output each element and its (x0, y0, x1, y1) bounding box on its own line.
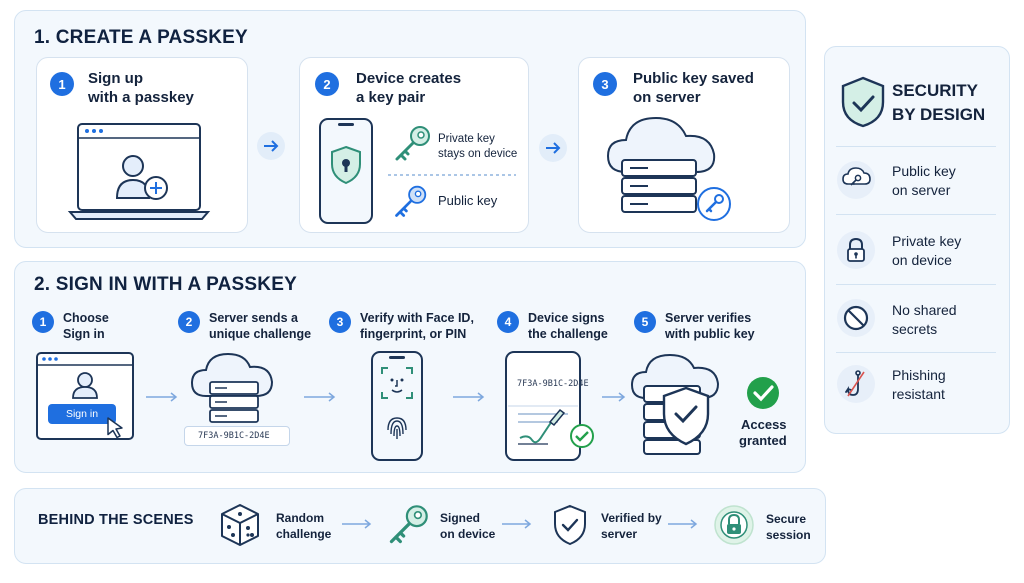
step-label: Public key saved (633, 70, 754, 87)
arrow-right-icon (539, 134, 567, 162)
step-label: Choose (63, 311, 109, 325)
security-item-label: on device (892, 252, 952, 268)
step-label: Verify with Face ID, (360, 311, 474, 325)
behind-item-label: challenge (276, 527, 332, 541)
step-label: with a passkey (88, 89, 194, 106)
cloud-server-shield-icon (630, 353, 720, 455)
lock-icon (714, 505, 754, 545)
step-number: 3 (593, 72, 617, 96)
key-icon (389, 505, 428, 544)
divider (836, 284, 996, 285)
shield-check-icon (841, 76, 885, 128)
step-number: 1 (50, 72, 74, 96)
step-label: Server sends a (209, 311, 298, 325)
security-item-label: secrets (892, 321, 938, 337)
behind-item-label: on device (440, 527, 496, 541)
behind-item-label: session (766, 528, 811, 542)
arrow-right-icon (453, 392, 485, 402)
behind-item-label: Random (276, 511, 324, 525)
arrow-right-icon (257, 132, 285, 160)
arrow-right-icon (146, 392, 178, 402)
security-item-label: on server (892, 182, 951, 198)
challenge-code: 7F3A-9B1C-2D4E (198, 431, 270, 441)
step-number: 1 (32, 311, 54, 333)
divider (836, 146, 996, 147)
sign-in-section-title: 2. SIGN IN WITH A PASSKEY (34, 274, 297, 295)
step-label: Server verifies (665, 311, 752, 325)
step-number: 3 (329, 311, 351, 333)
divider (836, 352, 996, 353)
sign-in-button[interactable]: Sign in (48, 404, 116, 424)
arrow-right-icon (602, 392, 626, 402)
security-item-label: Public key (892, 163, 956, 179)
security-title: BY DESIGN (892, 105, 986, 124)
access-granted-label: Access (741, 417, 787, 432)
cloud-server-icon (190, 352, 274, 423)
behind-item-label: Signed (440, 511, 481, 525)
security-item-label: Private key (892, 233, 962, 249)
dice-icon (221, 504, 259, 546)
step-number: 2 (178, 311, 200, 333)
create-section-title: 1. CREATE A PASSKEY (34, 27, 248, 48)
cursor-icon (107, 417, 123, 439)
step-number: 2 (315, 72, 339, 96)
behind-item-label: Verified by (601, 511, 662, 525)
step-label: Sign in (63, 327, 105, 341)
laptop-user-add-icon (67, 123, 211, 220)
behind-item-label: server (601, 527, 638, 541)
private-key-label: Private key (438, 133, 495, 145)
step-label: with public key (665, 327, 755, 341)
fishing-hook-icon (837, 365, 875, 403)
public-key-icon (395, 185, 427, 217)
shield-check-icon (554, 504, 586, 546)
padlock-icon (837, 231, 875, 269)
step-label: Sign up (88, 70, 143, 87)
step-label: the challenge (528, 327, 608, 341)
phone-biometric-icon (371, 351, 423, 461)
step-number: 5 (634, 311, 656, 333)
step-label: fingerprint, or PIN (360, 327, 467, 341)
arrow-right-icon (668, 519, 698, 529)
step-number: 4 (497, 311, 519, 333)
signed-code: 7F3A-9B1C-2D4E (517, 379, 589, 389)
step-label: Device creates (356, 70, 462, 87)
security-item-label: resistant (892, 386, 945, 402)
signed-document-phone-icon (505, 351, 594, 461)
behind-item-label: Secure (766, 512, 807, 526)
success-check-icon (747, 377, 779, 409)
behind-section-title: BEHIND THE SCENES (38, 512, 194, 528)
no-symbol-icon (837, 299, 875, 337)
step-label: unique challenge (209, 327, 312, 341)
security-title: SECURITY (892, 81, 978, 100)
arrow-right-icon (342, 519, 372, 529)
cloud-key-icon (837, 161, 875, 199)
private-key-label: stays on device (438, 148, 518, 160)
security-item-label: No shared (892, 302, 957, 318)
cloud-server-key-icon (606, 116, 731, 221)
access-granted-label: granted (739, 433, 787, 448)
private-key-icon (395, 126, 430, 161)
phone-shield-icon (319, 118, 373, 224)
security-item-label: Phishing (892, 367, 946, 383)
divider (836, 214, 996, 215)
public-key-label: Public key (438, 193, 498, 208)
dotted-divider (388, 174, 516, 176)
step-label: a key pair (356, 89, 426, 106)
step-label: on server (633, 89, 701, 106)
arrow-right-icon (304, 392, 336, 402)
arrow-right-icon (502, 519, 532, 529)
challenge-code-box (184, 426, 290, 446)
step-label: Device signs (528, 311, 605, 325)
